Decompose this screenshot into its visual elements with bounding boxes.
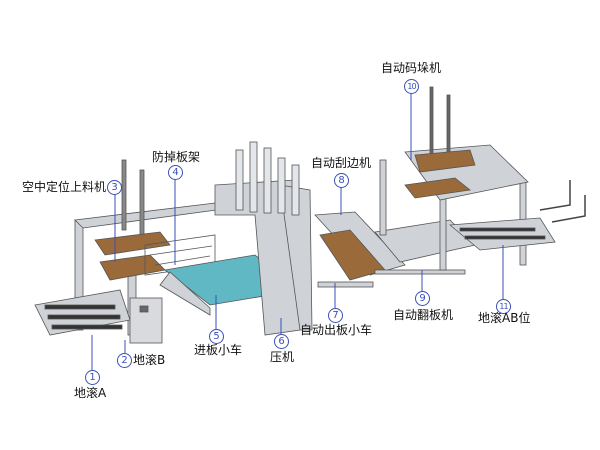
callout-label-floor-roller-a: 地滚A: [74, 386, 107, 400]
callout-label-floor-roller-b: 地滚B: [133, 353, 166, 367]
callout-label-outfeed-cart: 自动出板小车: [300, 323, 373, 337]
callout-number-9: 9: [415, 291, 430, 306]
callout-lines: [91, 93, 504, 370]
callout-number-8: 8: [334, 173, 349, 188]
callout-label-press: 压机: [270, 350, 295, 364]
callout-number-11: 11: [496, 299, 511, 314]
callout-label-auto-stacker: 自动码垛机: [381, 61, 442, 75]
callout-number-5: 5: [209, 329, 224, 344]
callout-number-4: 4: [168, 165, 183, 180]
callout-label-anti-fall-frame: 防掉板架: [152, 150, 201, 164]
hot-press: [214, 141, 313, 336]
callout-number-7: 7: [328, 308, 343, 323]
floor-roller-a: [34, 289, 131, 336]
aerial-loader: [74, 159, 247, 336]
callout-label-floor-roller-ab: 地滚AB位: [478, 311, 531, 325]
callout-number-3: 3: [107, 180, 122, 195]
control-cabinet: [129, 297, 163, 344]
callout-number-1: 1: [85, 370, 100, 385]
floor-roller-ab: [448, 217, 556, 251]
callout-label-flipper: 自动翻板机: [393, 308, 454, 322]
callout-label-aerial-loader: 空中定位上料机: [22, 180, 107, 194]
callout-number-2: 2: [117, 353, 132, 368]
callout-number-6: 6: [274, 334, 289, 349]
forklift-forks: [539, 180, 586, 223]
callout-number-10: 10: [404, 79, 419, 94]
callout-label-feed-cart: 进板小车: [194, 343, 243, 357]
callout-label-edge-trimmer: 自动刮边机: [311, 156, 372, 170]
